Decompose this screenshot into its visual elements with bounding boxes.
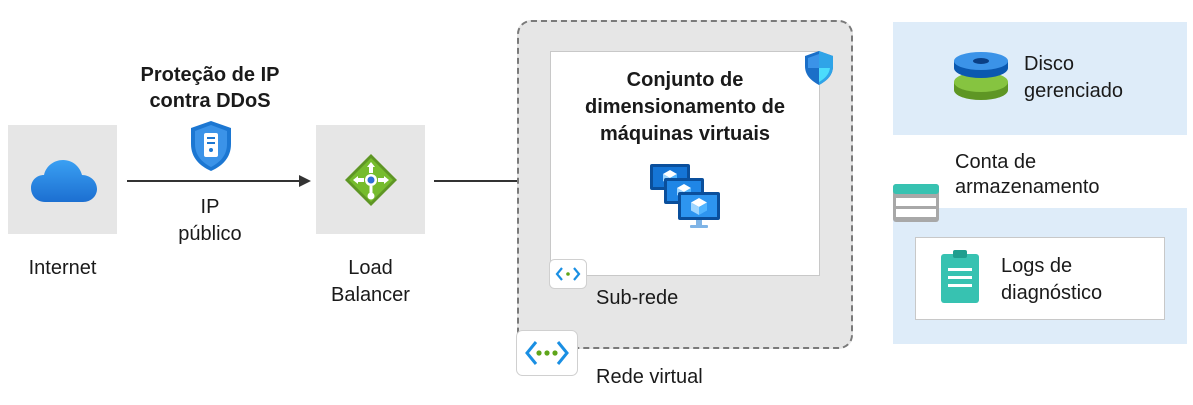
log-icon <box>941 250 979 303</box>
load-balancer-icon <box>345 154 397 206</box>
security-shield-icon <box>805 51 833 85</box>
ddos-title-line2: contra DDoS <box>149 90 271 112</box>
subnet-icon <box>549 259 587 289</box>
diag-logs-line1: Logs de <box>1001 255 1073 277</box>
ddos-shield-icon <box>191 121 231 171</box>
load-balancer-line2: Balancer <box>331 284 410 306</box>
storage-icon <box>893 184 939 222</box>
arrow-internet-to-lb <box>127 175 311 187</box>
vmss-card <box>550 51 820 276</box>
public-ip-line2: público <box>178 223 242 245</box>
diag-logs-line2: diagnóstico <box>1001 282 1103 304</box>
vmss-title-line1: Conjunto de <box>626 69 744 91</box>
managed-disk-tile <box>893 22 1187 135</box>
vmss-title-line2: dimensionamento de <box>584 96 786 118</box>
subnet-label: Sub-rede <box>596 287 679 309</box>
storage-account-line2: armazenamento <box>955 176 1100 198</box>
cloud-icon <box>31 160 97 202</box>
vmss-title-line3: máquinas virtuais <box>599 123 771 145</box>
public-ip-line1: IP <box>200 196 220 218</box>
managed-disk-line1: Disco <box>1024 53 1075 75</box>
vnet-icon <box>516 330 578 376</box>
disk-icon <box>954 52 1008 100</box>
managed-disk-line2: gerenciado <box>1024 80 1123 102</box>
vm-stack-icon <box>650 164 720 228</box>
vnet-label: Rede virtual <box>596 366 703 388</box>
ddos-title-line1: Proteção de IP <box>140 64 280 86</box>
storage-account-line1: Conta de <box>955 151 1037 173</box>
load-balancer-line1: Load <box>348 257 393 279</box>
internet-label: Internet <box>28 257 97 279</box>
